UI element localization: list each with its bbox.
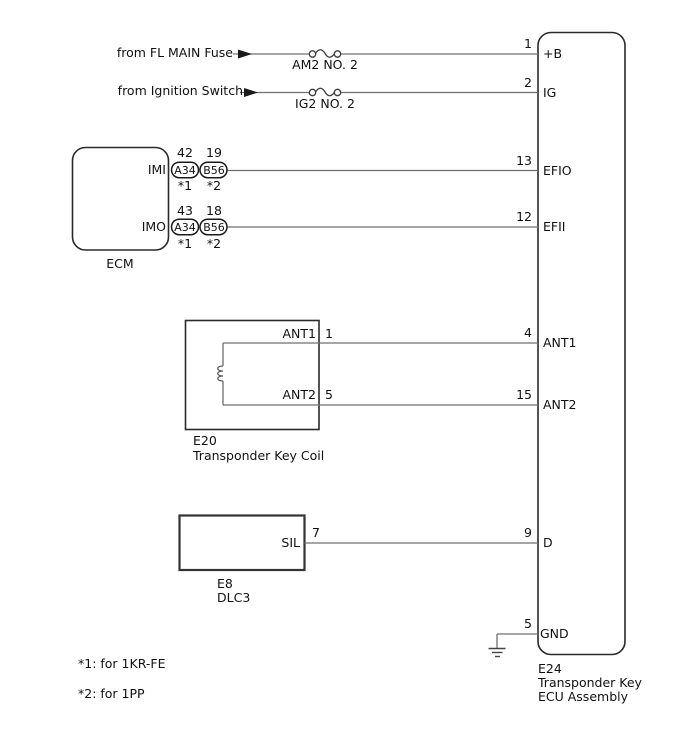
dlc3-pin-sil-label: SIL bbox=[281, 535, 300, 550]
connector-a34-oval-imi bbox=[170, 161, 200, 179]
ecu-name-line2: ECU Assembly bbox=[538, 689, 628, 704]
arrow-ignition-switch-icon bbox=[244, 88, 258, 97]
dlc3-name: DLC3 bbox=[217, 589, 251, 605]
ecm-box bbox=[71, 146, 170, 251]
ecm-imi-conn1-label: A34 bbox=[174, 163, 196, 177]
dlc3-id: E8 bbox=[217, 575, 233, 591]
ecm-imo-conn2-pin-number: 18 bbox=[206, 202, 222, 218]
ecm-pin-imo-label: IMO bbox=[141, 219, 166, 234]
ecu-pin-number-d: 9 bbox=[524, 525, 532, 540]
ecm-imi-conn2-note: *2 bbox=[206, 178, 222, 193]
ecu-pin-number-ig: 2 bbox=[524, 75, 532, 90]
arrow-fl-main-fuse-icon bbox=[238, 49, 252, 59]
ecm-imi-conn1-note: *1 bbox=[177, 178, 193, 193]
connector-a34-oval-imo bbox=[170, 218, 200, 236]
ecu-pin-number-ant1: 4 bbox=[524, 325, 532, 340]
inductor-coil-icon bbox=[217, 365, 224, 382]
ecm-pin-imi-label: IMI bbox=[147, 162, 166, 177]
dlc3-pin-sil-number: 7 bbox=[312, 525, 320, 540]
ecm-imi-conn2-pin-number: 19 bbox=[206, 145, 222, 160]
source-fl-main-fuse-label: from FL MAIN Fuse bbox=[116, 45, 233, 60]
coil-id: E20 bbox=[193, 432, 217, 448]
ecm-imi-conn2-label: B56 bbox=[203, 163, 225, 177]
coil-name: Transponder Key Coil bbox=[193, 447, 325, 463]
ecu-pin-number-efii: 12 bbox=[516, 208, 532, 224]
ecu-pin-label-efii: EFII bbox=[543, 219, 566, 234]
ecu-pin-label-d: D bbox=[543, 535, 553, 550]
source-ignition-switch-label: from Ignition Switch bbox=[117, 83, 243, 98]
ecu-pin-label-efio: EFIO bbox=[543, 163, 572, 178]
connector-b56-oval-imo bbox=[199, 218, 228, 236]
coil-pin-ant2-label: ANT2 bbox=[282, 387, 317, 402]
ecu-pin-label-ant2: ANT2 bbox=[543, 397, 577, 412]
ecu-pin-label-ig: IG bbox=[543, 84, 557, 100]
coil-pin-ant1-number: 1 bbox=[325, 326, 333, 341]
ecu-pin-number-gnd: 5 bbox=[524, 615, 532, 631]
ecm-imo-conn2-label: B56 bbox=[203, 220, 225, 234]
connector-b56-oval-imi bbox=[199, 161, 228, 179]
fuse-am2-label: AM2 NO. 2 bbox=[292, 57, 358, 72]
ecu-pin-label-plus-b: +B bbox=[543, 46, 563, 61]
ecu-pin-label-gnd: GND bbox=[540, 626, 569, 641]
ecm-title: ECM bbox=[106, 256, 134, 271]
ecm-imo-conn1-pin-number: 43 bbox=[177, 202, 193, 218]
ecu-name-line1: Transponder Key bbox=[538, 675, 642, 690]
ecm-imo-conn1-label: A34 bbox=[174, 220, 196, 234]
wire-gnd bbox=[496, 633, 538, 648]
ecu-pin-number-ant2: 15 bbox=[516, 386, 532, 402]
coil-box bbox=[184, 319, 320, 431]
footnote-2: *2: for 1PP bbox=[78, 686, 145, 701]
ecu-id: E24 bbox=[538, 661, 562, 676]
coil-pin-ant1-label: ANT1 bbox=[282, 326, 317, 341]
ecm-imo-conn2-note: *2 bbox=[206, 235, 222, 251]
ecu-pin-number-plus-b: 1 bbox=[524, 36, 532, 51]
ecm-imi-conn1-pin-number: 42 bbox=[177, 145, 193, 160]
fuse-ig2-icon bbox=[308, 87, 342, 97]
coil-pin-ant2-number: 5 bbox=[325, 387, 333, 402]
fuse-am2-icon bbox=[308, 49, 342, 58]
ecu-pin-number-efio: 13 bbox=[516, 152, 532, 168]
ecm-imo-conn1-note: *1 bbox=[177, 235, 193, 251]
footnote-1: *1: for 1KR-FE bbox=[78, 656, 166, 671]
ground-icon bbox=[488, 647, 506, 658]
ecu-pin-label-ant1: ANT1 bbox=[543, 335, 577, 350]
fuse-ig2-label: IG2 NO. 2 bbox=[295, 95, 355, 111]
